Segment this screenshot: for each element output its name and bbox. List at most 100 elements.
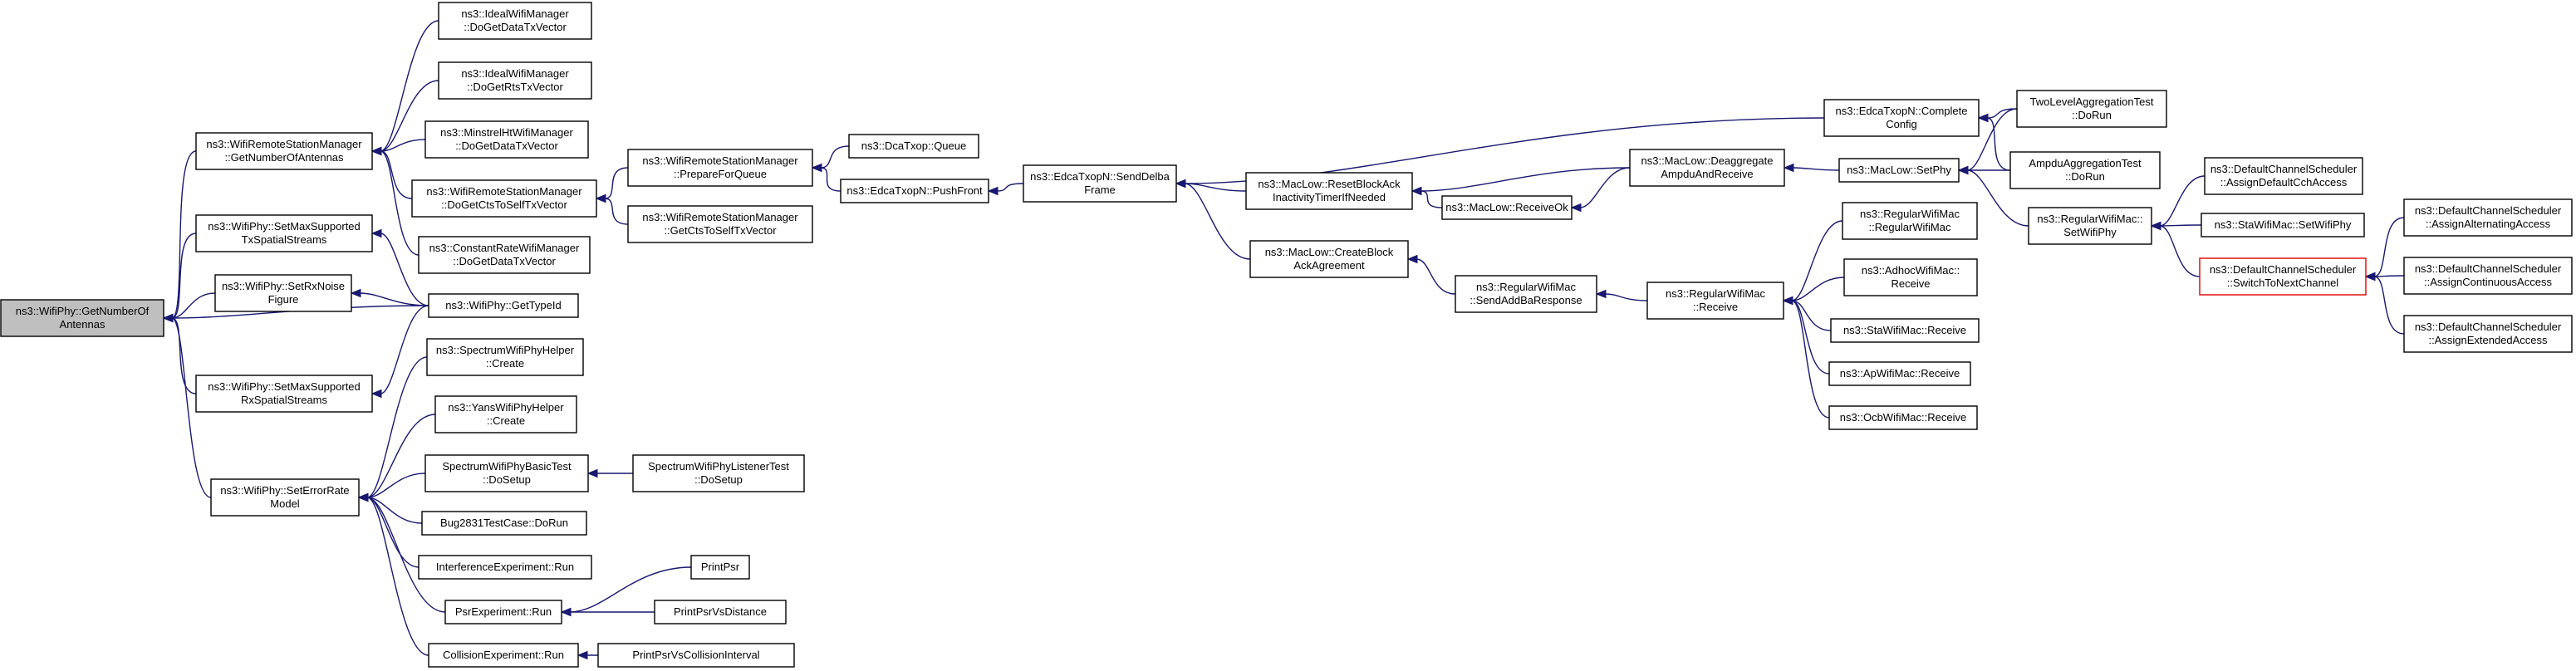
node-label: ns3::WifiPhy::SetMaxSupported <box>208 220 361 233</box>
node-adhocrecv[interactable]: ns3::AdhocWifiMac::Receive <box>1843 258 1978 296</box>
node-resetback[interactable]: ns3::MacLow::ResetBlockAckInactivityTime… <box>1245 172 1413 210</box>
node-psrexp[interactable]: PsrExperiment::Run <box>444 600 562 624</box>
node-ampdutest[interactable]: AmpduAggregationTest::DoRun <box>2009 151 2161 189</box>
node-aprecv[interactable]: ns3::ApWifiMac::Receive <box>1828 361 1971 386</box>
node-dcs_assigndef[interactable]: ns3::DefaultChannelScheduler::AssignDefa… <box>2204 157 2363 195</box>
node-rsm_getcts[interactable]: ns3::WifiRemoteStationManager::GetCtsToS… <box>627 205 813 243</box>
node-box <box>597 643 795 668</box>
node-box <box>214 274 352 312</box>
edge-printpsrdist-to-psrexp <box>560 607 655 617</box>
node-minstrel[interactable]: ns3::MinstrelHtWifiManager::DoGetDataTxV… <box>424 120 589 159</box>
node-edcapush[interactable]: ns3::EdcaTxopN::PushFront <box>840 179 989 203</box>
node-printpsrdist[interactable]: PrintPsrVsDistance <box>654 600 787 624</box>
node-box <box>195 375 373 413</box>
node-dcs_alt[interactable]: ns3::DefaultChannelScheduler::AssignAlte… <box>2403 198 2573 237</box>
node-label: ::SwitchToNextChannel <box>2227 277 2339 289</box>
node-setmaxrx[interactable]: ns3::WifiPhy::SetMaxSupportedRxSpatialSt… <box>195 375 373 413</box>
node-root[interactable]: ns3::WifiPhy::GetNumberOfAntennas <box>0 299 164 337</box>
node-spec_listener[interactable]: SpectrumWifiPhyListenerTest::DoSetup <box>632 454 805 492</box>
node-label: ns3::DefaultChannelScheduler <box>2415 204 2562 217</box>
node-printpsrcoll[interactable]: PrintPsrVsCollisionInterval <box>597 643 795 668</box>
node-label: ns3::EdcaTxopN::Complete <box>1836 105 1968 117</box>
node-label: ::DoGetRtsTxVector <box>467 81 563 93</box>
node-box <box>411 179 597 218</box>
node-rsm_getnum[interactable]: ns3::WifiRemoteStationManager::GetNumber… <box>195 132 373 170</box>
node-label: ns3::EdcaTxopN::SendDelba <box>1030 170 1170 183</box>
node-ocbrecv[interactable]: ns3::OcbWifiMac::Receive <box>1828 405 1978 430</box>
node-gettypeid[interactable]: ns3::WifiPhy::GetTypeId <box>428 293 579 318</box>
node-dcs_cont[interactable]: ns3::DefaultChannelScheduler::AssignCont… <box>2403 257 2573 295</box>
node-box <box>627 149 813 187</box>
node-label: ns3::OcbWifiMac::Receive <box>1840 411 1966 424</box>
node-setphy[interactable]: ns3::MacLow::SetPhy <box>1838 158 1960 183</box>
edge-dcs_alt-to-dcs_switch <box>2364 217 2405 282</box>
node-yans_helper[interactable]: ns3::YansWifiPhyHelper::Create <box>434 395 577 433</box>
node-setmaxtx[interactable]: ns3::WifiPhy::SetMaxSupportedTxSpatialSt… <box>195 214 373 252</box>
edge-dcs_switch-to-regsetphy <box>2150 221 2201 277</box>
node-label: Bug2831TestCase::DoRun <box>440 517 568 529</box>
node-ideal_rts[interactable]: ns3::IdealWifiManager::DoGetRtsTxVector <box>438 61 592 100</box>
node-regctor[interactable]: ns3::RegularWifiMac::RegularWifiMac <box>1842 202 1978 240</box>
node-label: ::AssignExtendedAccess <box>2428 334 2548 346</box>
node-label: ns3::MacLow::ResetBlockAck <box>1258 178 1401 190</box>
node-ideal_data[interactable]: ns3::IdealWifiManager::DoGetDataTxVector <box>438 2 592 40</box>
node-rsm_docts[interactable]: ns3::WifiRemoteStationManager::DoGetCtsT… <box>411 179 597 218</box>
node-label: Antennas <box>60 318 105 331</box>
edge-regsetphy-to-setphy <box>1957 165 2029 227</box>
node-sendaddba[interactable]: ns3::RegularWifiMac::SendAddBaResponse <box>1455 275 1597 313</box>
node-dcaqueue[interactable]: ns3::DcaTxop::Queue <box>848 134 979 159</box>
node-label: ::AssignAlternatingAccess <box>2426 218 2551 230</box>
node-bug2831[interactable]: Bug2831TestCase::DoRun <box>421 511 587 536</box>
edge-gettypeid-to-setrxnoise <box>350 288 429 306</box>
node-label: ns3::WifiPhy::SetRxNoise <box>222 280 345 292</box>
edge-edcapush-to-rsm_prep <box>811 163 841 192</box>
node-rsm_prep[interactable]: ns3::WifiRemoteStationManager::PrepareFo… <box>627 149 813 187</box>
node-label: SpectrumWifiPhyBasicTest <box>442 460 572 473</box>
node-label: ::RegularWifiMac <box>1869 221 1951 233</box>
node-label: ns3::MinstrelHtWifiManager <box>440 126 573 139</box>
node-collexp[interactable]: CollisionExperiment::Run <box>428 643 579 668</box>
node-label: ns3::MacLow::CreateBlock <box>1265 246 1394 258</box>
node-stasetphy[interactable]: ns3::StaWifiMac::SetWifiPhy <box>2201 213 2365 238</box>
node-label: RxSpatialStreams <box>241 394 328 406</box>
node-box <box>195 214 373 252</box>
node-box <box>2403 315 2573 353</box>
node-twolevel[interactable]: TwoLevelAggregationTest::DoRun <box>2016 90 2167 128</box>
node-label: ::DoSetup <box>483 473 531 486</box>
node-label: ::GetNumberOfAntennas <box>224 151 344 164</box>
node-label: InactivityTimerIfNeeded <box>1273 191 1386 203</box>
node-box <box>1245 172 1413 210</box>
node-regsetphy[interactable]: ns3::RegularWifiMac::SetWifiPhy <box>2028 207 2152 245</box>
node-label: ns3::RegularWifiMac <box>1476 281 1576 293</box>
node-printpsr[interactable]: PrintPsr <box>690 555 750 580</box>
edge-sendaddba-to-createback <box>1406 254 1456 295</box>
node-box <box>424 120 589 159</box>
node-spec_helper[interactable]: ns3::SpectrumWifiPhyHelper::Create <box>426 338 584 376</box>
node-dcs_ext[interactable]: ns3::DefaultChannelScheduler::AssignExte… <box>2403 315 2573 353</box>
node-regrecv[interactable]: ns3::RegularWifiMac::Receive <box>1646 282 1784 320</box>
node-label: CollisionExperiment::Run <box>443 649 564 661</box>
node-box <box>1842 202 1978 240</box>
node-interf[interactable]: InterferenceExperiment::Run <box>418 555 592 580</box>
node-label: ns3::WifiPhy::GetNumberOf <box>16 305 150 317</box>
node-dcs_switch[interactable]: ns3::DefaultChannelScheduler::SwitchToNe… <box>2199 257 2367 296</box>
node-label: AmpduAggregationTest <box>2029 157 2142 169</box>
node-label: PrintPsr <box>701 561 740 573</box>
node-box <box>418 555 592 580</box>
node-spec_basic[interactable]: SpectrumWifiPhyBasicTest::DoSetup <box>424 454 589 492</box>
node-box <box>840 179 989 203</box>
edge-spec_listener-to-spec_basic <box>586 468 633 478</box>
node-constrate[interactable]: ns3::ConstantRateWifiManager::DoGetDataT… <box>418 236 591 274</box>
node-label: ns3::MacLow::Deaggregate <box>1641 154 1774 167</box>
node-receiveok[interactable]: ns3::MacLow::ReceiveOk <box>1441 195 1573 220</box>
node-label: ns3::EdcaTxopN::PushFront <box>846 184 983 197</box>
node-label: ns3::RegularWifiMac:: <box>2037 213 2142 225</box>
node-starecv[interactable]: ns3::StaWifiMac::Receive <box>1830 318 1980 343</box>
